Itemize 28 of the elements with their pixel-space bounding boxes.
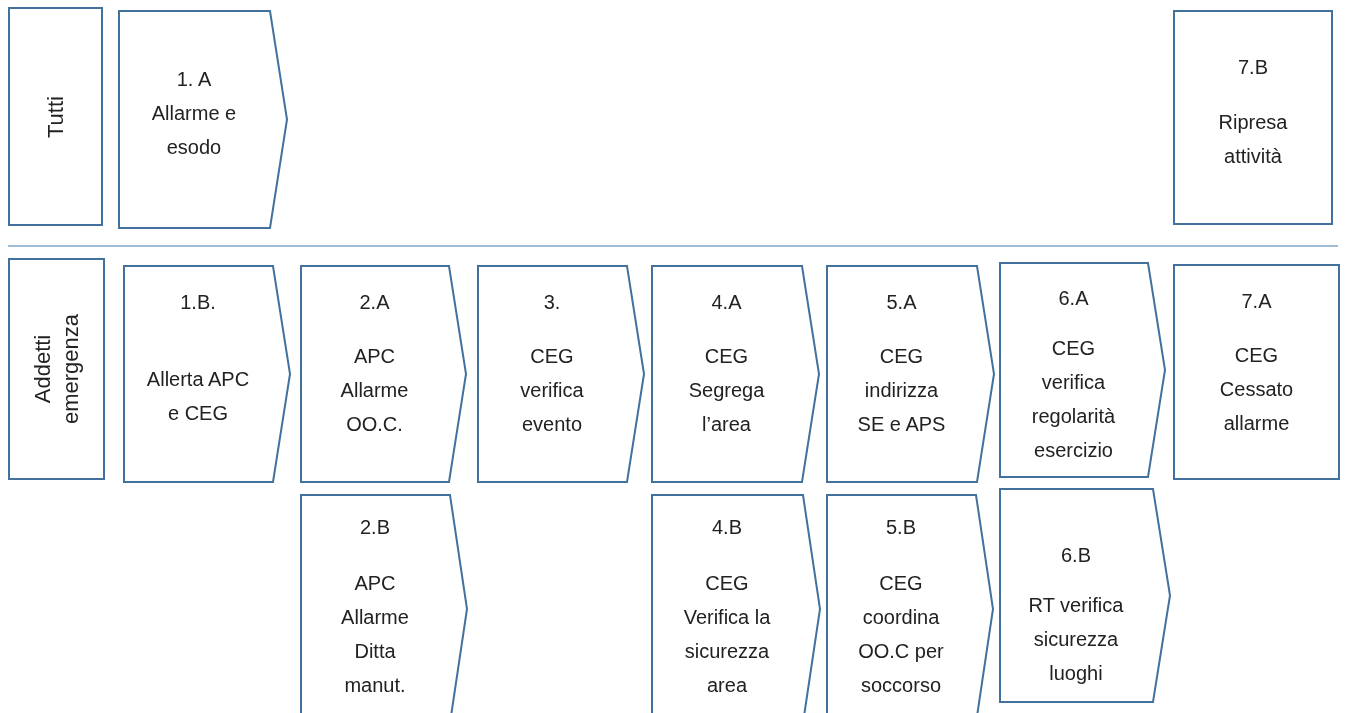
step-number: 7.B bbox=[1237, 55, 1269, 80]
step-number: 3. bbox=[542, 290, 562, 315]
step-number: 6.A bbox=[1057, 286, 1090, 311]
step-number: 6.B bbox=[1060, 543, 1092, 568]
step-text: CEG coordina OO.C per soccorso bbox=[857, 571, 945, 698]
step-text: CEG Cessato allarme bbox=[1218, 343, 1295, 436]
step-text: Ripresa attività bbox=[1217, 110, 1289, 169]
step-number: 1. A bbox=[175, 67, 213, 92]
step-number: 2.B bbox=[359, 515, 391, 540]
step-number: 4.B bbox=[711, 515, 743, 540]
step-number: 5.B bbox=[885, 515, 917, 540]
step-text: CEG indirizza SE e APS bbox=[856, 344, 947, 437]
step-text: CEG verifica regolarità esercizio bbox=[1030, 336, 1117, 463]
step-text: RT verifica sicurezza luoghi bbox=[1027, 593, 1125, 686]
step-number: 5.A bbox=[885, 290, 918, 315]
step-number: 2.A bbox=[358, 290, 391, 315]
step-number: 4.A bbox=[710, 290, 743, 315]
step-text: APC Allarme OO.C. bbox=[339, 344, 410, 437]
step-number: 1.B. bbox=[179, 290, 217, 315]
step-text: CEG Verifica la sicurezza area bbox=[682, 571, 772, 698]
step-text: CEG Segrega l’area bbox=[687, 344, 766, 437]
step-text: Allerta APC e CEG bbox=[145, 367, 251, 426]
step-number: 7.A bbox=[1240, 289, 1273, 314]
lane-label: Addetti emergenza bbox=[28, 312, 84, 427]
step-text: APC Allarme Ditta manut. bbox=[340, 571, 410, 698]
step-text: Allarme e esodo bbox=[150, 101, 238, 160]
lane-label: Tutti bbox=[41, 94, 69, 140]
step-text: CEG verifica evento bbox=[519, 344, 585, 437]
